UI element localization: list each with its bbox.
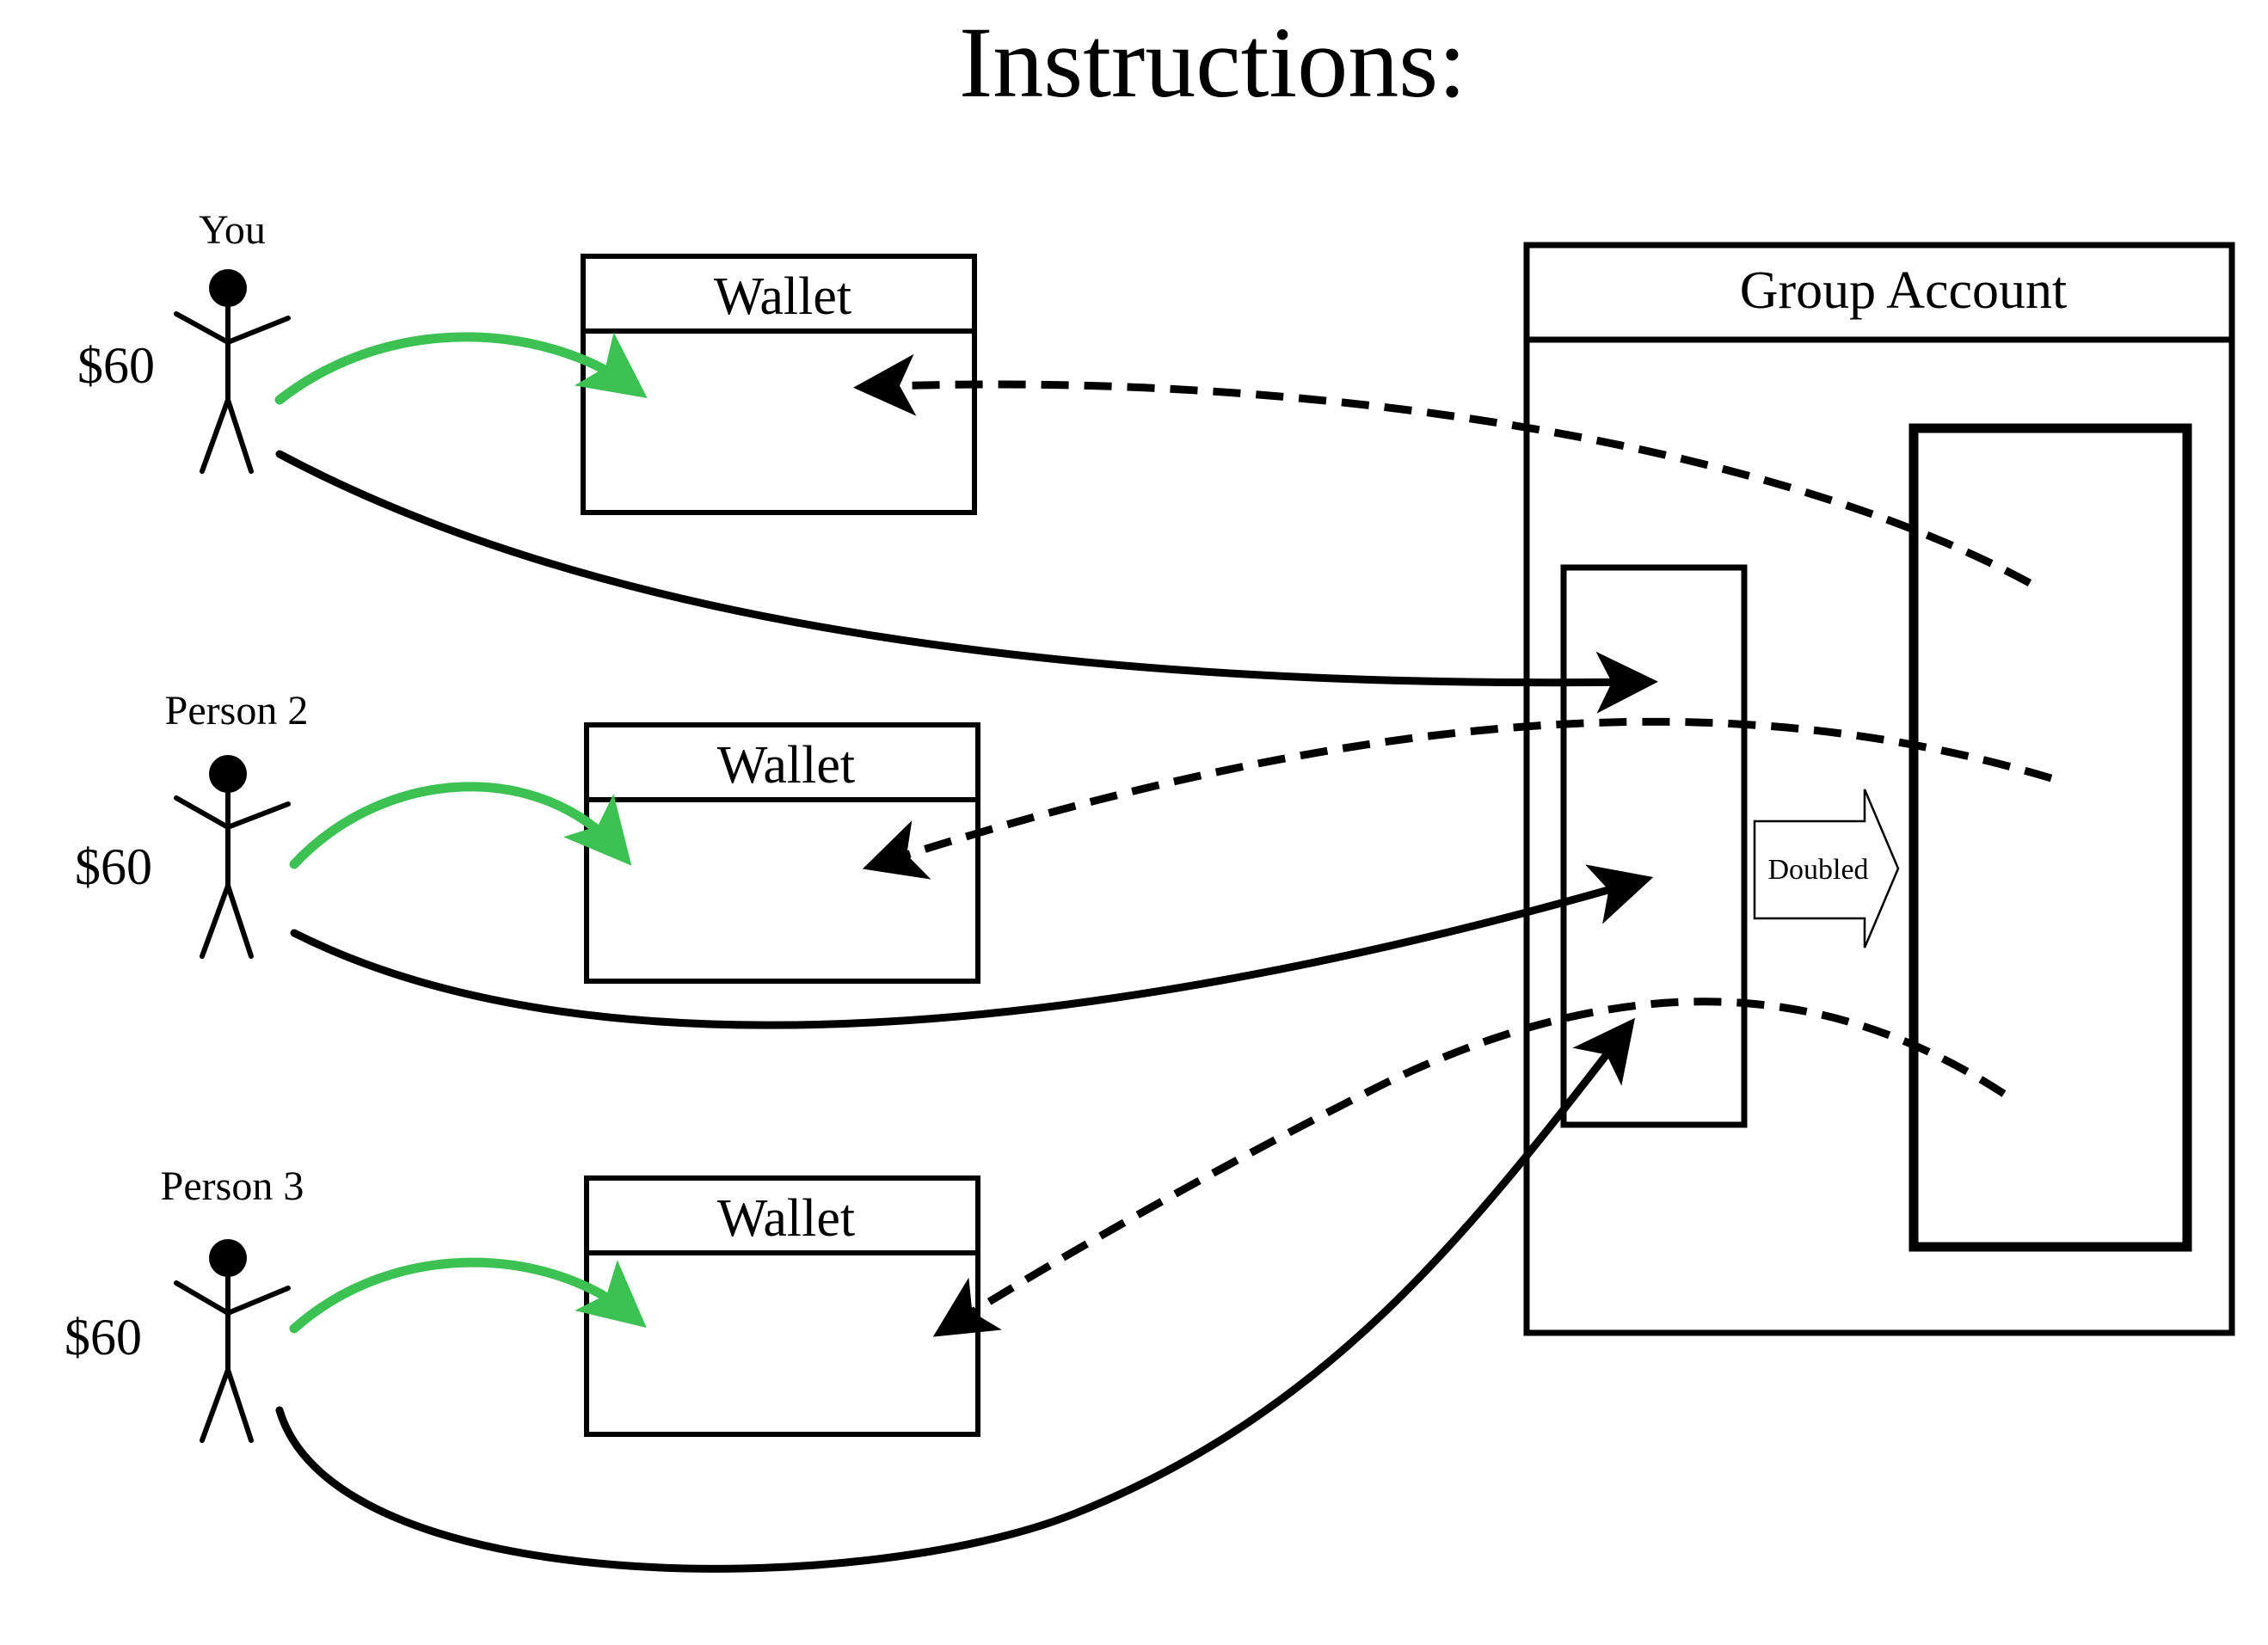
group-account: Group Account Doubled: [1523, 242, 2235, 1336]
money-amount: $60: [77, 337, 155, 394]
wallet-label: Wallet: [717, 1189, 855, 1248]
group-account-label: Group Account: [1740, 261, 2068, 320]
payout-arrow-person-3: [932, 997, 2007, 1337]
doubled-label: Doubled: [1767, 854, 1868, 886]
contribution-arrow-person-2: [290, 864, 1654, 1029]
contribution-arrow-person-3: [275, 1017, 1636, 1573]
stick-figure-icon: [174, 755, 291, 959]
person-label: You: [199, 207, 266, 253]
transfer-arrow-person-2: [289, 782, 632, 869]
doubled-pool-box: [1908, 423, 2192, 1252]
doubled-arrow-icon: [1753, 789, 1900, 948]
transfer-arrow-you: [274, 332, 648, 405]
stick-figure-icon: [174, 269, 291, 474]
transfer-arrow-person-3: [289, 1257, 647, 1334]
money-amount: $60: [75, 838, 152, 895]
payout-arrow-you: [853, 353, 2032, 586]
person-you: You $60: [77, 207, 291, 474]
contribution-pool-box: [1560, 564, 1748, 1128]
wallet-person-2: Wallet: [584, 722, 980, 984]
wallet-person-3: Wallet: [584, 1175, 980, 1437]
person-label: Person 3: [161, 1163, 304, 1209]
person-label: Person 2: [165, 688, 309, 733]
group-account-box: [1523, 242, 2235, 1336]
person-3: Person 3 $60: [65, 1163, 304, 1443]
contribution-arrow-you: [275, 450, 1658, 714]
wallet-label: Wallet: [717, 736, 855, 795]
wallet-label: Wallet: [714, 267, 851, 326]
person-2: Person 2 $60: [75, 688, 309, 959]
money-amount: $60: [65, 1309, 142, 1366]
stick-figure-icon: [174, 1239, 291, 1443]
page-title: Instructions:: [959, 6, 1466, 119]
